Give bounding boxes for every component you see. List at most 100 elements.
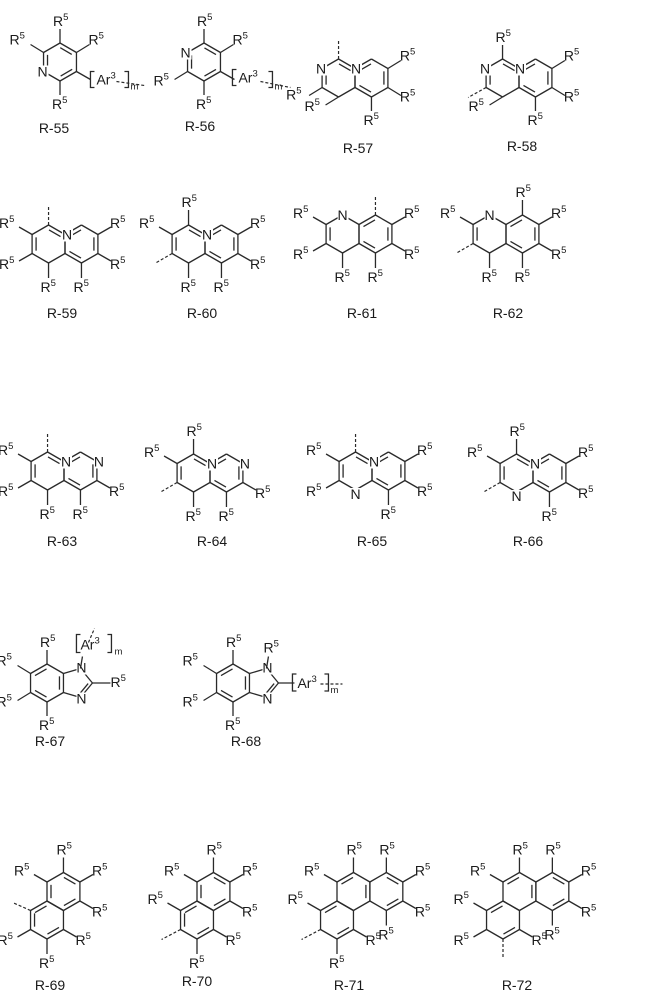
r5-substituent: R5 xyxy=(512,841,527,858)
r5-substituent: R5 xyxy=(286,86,301,103)
r5-substituent: R5 xyxy=(226,633,241,650)
r5-substituent: R5 xyxy=(496,28,511,45)
r5-substituent: R5 xyxy=(0,214,14,231)
r5-substituent: R5 xyxy=(469,97,484,114)
r5-substituent: R5 xyxy=(39,716,54,733)
nitrogen-atom: N xyxy=(515,61,525,77)
r5-substituent: R5 xyxy=(52,95,67,112)
r5-substituent: R5 xyxy=(147,890,162,907)
nitrogen-atom: N xyxy=(530,456,540,472)
r5-substituent: R5 xyxy=(578,443,593,460)
r5-substituent: R5 xyxy=(527,111,542,128)
nitrogen-atom: N xyxy=(350,486,360,502)
nitrogen-atom: N xyxy=(337,207,347,223)
r5-substituent: R5 xyxy=(76,931,91,948)
r5-substituent: R5 xyxy=(366,931,381,948)
r5-substituent: R5 xyxy=(532,931,547,948)
nitrogen-atom: N xyxy=(180,45,190,61)
structure-label: R-55 xyxy=(39,120,70,136)
r5-substituent: R5 xyxy=(510,422,525,439)
r5-substituent: R5 xyxy=(551,245,566,262)
r5-substituent: R5 xyxy=(514,268,529,285)
nitrogen-atom: N xyxy=(369,454,379,470)
structure-label: R-56 xyxy=(185,118,216,134)
r5-substituent: R5 xyxy=(40,505,55,522)
repeat-index: m xyxy=(274,82,282,93)
r5-substituent: R5 xyxy=(250,214,265,231)
r5-substituent: R5 xyxy=(581,862,596,879)
r5-substituent: R5 xyxy=(183,652,198,669)
r5-substituent: R5 xyxy=(363,111,378,128)
r5-substituent: R5 xyxy=(110,214,125,231)
r5-substituent: R5 xyxy=(415,903,430,920)
r5-substituent: R5 xyxy=(41,278,56,295)
r5-substituent: R5 xyxy=(182,193,197,210)
r5-substituent: R5 xyxy=(417,482,432,499)
nitrogen-atom: N xyxy=(240,456,250,472)
r5-substituent: R5 xyxy=(346,841,361,858)
structure-label: R-66 xyxy=(513,533,544,549)
nitrogen-atom: N xyxy=(351,61,361,77)
nitrogen-atom: N xyxy=(316,61,326,77)
r5-substituent: R5 xyxy=(0,482,13,499)
r5-substituent: R5 xyxy=(400,47,415,64)
r5-substituent: R5 xyxy=(110,255,125,272)
r5-substituent: R5 xyxy=(0,652,12,669)
r5-substituent: R5 xyxy=(404,245,419,262)
repeat-index: m xyxy=(330,685,338,696)
r5-substituent: R5 xyxy=(213,278,228,295)
r5-substituent: R5 xyxy=(206,841,221,858)
r5-substituent: R5 xyxy=(304,862,319,879)
r5-substituent: R5 xyxy=(263,639,278,656)
r5-substituent: R5 xyxy=(186,507,201,524)
r5-substituent: R5 xyxy=(53,12,68,29)
nitrogen-atom: N xyxy=(262,691,272,707)
r5-substituent: R5 xyxy=(92,903,107,920)
r5-substituent: R5 xyxy=(10,31,25,48)
r5-substituent: R5 xyxy=(196,95,211,112)
r5-substituent: R5 xyxy=(154,72,169,89)
r5-substituent: R5 xyxy=(183,693,198,710)
r5-substituent: R5 xyxy=(88,31,103,48)
r5-substituent: R5 xyxy=(545,841,560,858)
ar3-group: Ar3 xyxy=(80,636,99,653)
r5-substituent: R5 xyxy=(0,931,13,948)
nitrogen-atom: N xyxy=(480,61,490,77)
r5-substituent: R5 xyxy=(400,88,415,105)
r5-substituent: R5 xyxy=(109,482,124,499)
structure-label: R-69 xyxy=(35,977,66,993)
nitrogen-atom: N xyxy=(76,660,86,676)
ar3-group: Ar3 xyxy=(238,69,257,86)
structure-label: R-64 xyxy=(197,533,228,549)
r5-substituent: R5 xyxy=(482,268,497,285)
r5-substituent: R5 xyxy=(367,268,382,285)
r5-substituent: R5 xyxy=(197,12,212,29)
repeat-index: m xyxy=(114,647,122,658)
nitrogen-atom: N xyxy=(76,691,86,707)
r5-substituent: R5 xyxy=(164,862,179,879)
nitrogen-atom: N xyxy=(262,660,272,676)
repeat-index: m xyxy=(130,82,138,93)
nitrogen-atom: N xyxy=(37,64,47,80)
r5-substituent: R5 xyxy=(293,245,308,262)
r5-substituent: R5 xyxy=(110,673,125,690)
r5-substituent: R5 xyxy=(453,931,468,948)
r5-substituent: R5 xyxy=(541,507,556,524)
r5-substituent: R5 xyxy=(551,204,566,221)
r5-substituent: R5 xyxy=(453,890,468,907)
r5-substituent: R5 xyxy=(73,278,88,295)
r5-substituent: R5 xyxy=(189,954,204,971)
